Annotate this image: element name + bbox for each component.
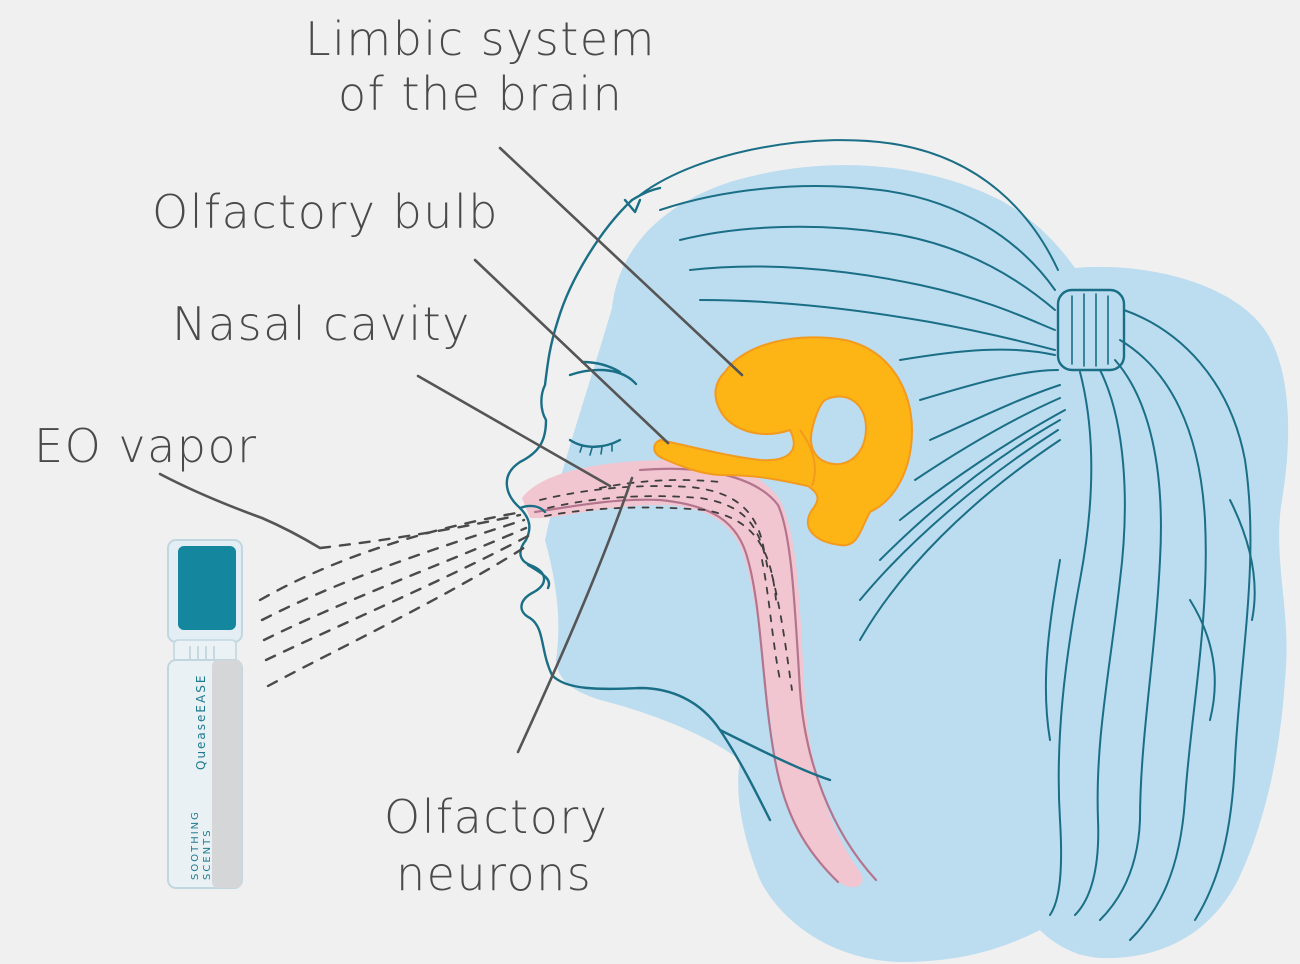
label-olfactory-bulb: Olfactory bulb (152, 185, 499, 239)
inhaler-product: QueaseEASE SOOTHING SCENTS (168, 540, 242, 888)
product-brand: QueaseEASE (194, 674, 208, 770)
hair-tie (1058, 290, 1124, 370)
label-olfactory-neurons-line2: neurons (396, 847, 592, 901)
label-limbic-line1: Limbic system (305, 12, 656, 66)
label-limbic-line2: of the brain (338, 67, 623, 121)
inhaler-cap (178, 546, 236, 630)
label-olfactory-neurons-line1: Olfactory (384, 790, 608, 844)
label-nasal-cavity: Nasal cavity (172, 297, 471, 351)
product-tag-line1: SOOTHING (190, 810, 201, 880)
product-tag-line2: SCENTS (202, 828, 213, 880)
label-eo-vapor: EO vapor (34, 419, 258, 473)
